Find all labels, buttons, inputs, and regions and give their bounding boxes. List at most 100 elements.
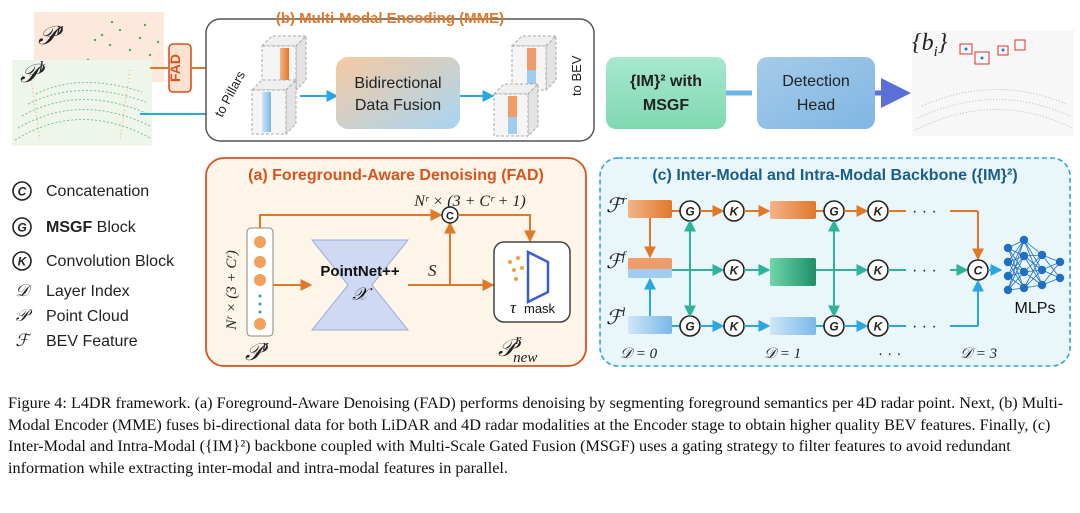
mlp-neuron [1003,243,1013,253]
conv-node-fusion-1: K [723,259,745,281]
svg-text:{IM}² with: {IM}² with [630,73,702,90]
svg-text:C: C [446,211,454,223]
mlp-edge [1007,239,1025,277]
svg-text:K: K [874,264,884,278]
output-label: {bi} [912,30,948,60]
legend-symbol: C [18,185,27,199]
lidar-feature-bar [628,316,672,334]
svg-text:Head: Head [797,97,835,114]
mlp-neuron [1055,273,1065,283]
svg-text:τ: τ [510,298,517,317]
mlps-label: MLPs [1015,300,1056,317]
svg-text:PointNet++: PointNet++ [320,263,399,280]
mlp-edge [1041,261,1061,286]
conv-node-radar-2: K [867,200,889,222]
bev-feature-cube-radar [510,34,558,92]
caption-fad: Foreground-Aware Denoising (FAD) perform… [216,394,1022,412]
legend-symbol-icon [12,181,32,201]
mlp-neuron [1003,271,1013,281]
mlp-neuron [1019,251,1029,261]
legend-text: MSGF Block [46,219,137,236]
layer-index-1: 𝒟 = 1 [764,346,801,362]
mlp-edge [1007,239,1025,291]
mlp-neuron [1019,267,1029,277]
svg-text:G: G [829,320,838,334]
layer-index-dots: · · · [878,345,901,362]
mask-block: τ mask [493,241,571,323]
to-bev-label: to BEV [569,55,584,96]
legend-text: BEV Feature [46,333,138,350]
mlp-neuron [1003,285,1013,295]
mlp-edge [1007,247,1025,289]
lidar-dots: · · · [912,318,937,335]
fusion-feature-bar [770,258,816,286]
svg-text:G: G [685,320,694,334]
detection-head-box: Detection Head [757,57,875,129]
svg-text:MSGF: MSGF [643,97,689,114]
pointnet-block: PointNet++ 𝒳 [310,239,410,331]
mlp-neuron [1055,257,1065,267]
concat-node-backbone: C [967,259,989,281]
svg-text:mask: mask [524,301,556,316]
fad-side-formula: Nʳ × (3 + Cʳ) [224,250,240,330]
gate-node-lidar-2: G [823,315,845,337]
svg-text:FAD: FAD [167,54,183,82]
mlp-neuron [1037,265,1047,275]
svg-text:K: K [730,205,740,219]
conv-node-fusion-2: K [867,259,889,281]
fusion-feature-bar [628,258,672,278]
mlp-edge [1023,239,1043,271]
fad-top-formula: Nʳ × (3 + Cʳ + 1) [413,193,526,210]
caption-msgf: Multi-Scale Gated Fusion (MSGF) uses a g… [8,437,1011,477]
radar-dots: · · · [912,203,937,220]
svg-text:G: G [829,205,838,219]
fad-input-points [246,227,274,337]
concat-node-fad: C [441,206,459,224]
radar-feature-bar [628,200,672,218]
mlp-edge [1023,269,1043,289]
detection-output-image [912,30,1074,136]
mlp-edge [1007,261,1025,289]
legend-symbol-icon [12,251,32,271]
mlp-edge [1007,255,1025,291]
conv-node-lidar-2: K [867,315,889,337]
svg-text:K: K [730,320,740,334]
mlp-neuron [1037,250,1047,260]
radar-feature-bar [770,201,816,219]
mlp-edge [1007,239,1025,263]
backbone-title: (c) Inter-Modal and Intra-Modal Backbone… [652,167,1017,184]
s-label: S [428,261,437,280]
fad-panel [205,157,587,367]
svg-text:Data Fusion: Data Fusion [355,97,441,114]
input-to-concat-line [259,209,443,228]
mlp-neuron [1037,280,1047,290]
f-fusion-label: ℱf [606,248,628,273]
svg-text:K: K [874,205,884,219]
concat-to-mask-arrow [458,214,536,243]
svg-text:Bidirectional: Bidirectional [354,75,441,92]
conv-node-lidar-1: K [723,315,745,337]
fusion-dots: · · · [912,262,937,279]
mlp-neuron [1019,235,1029,245]
svg-text:Detection: Detection [782,73,850,90]
f-lidar-label: ℱl [606,304,626,329]
legend-item: C Concatenation [12,181,149,201]
fad-tag: FAD [167,43,192,93]
layer-index-0: 𝒟 = 0 [620,346,658,362]
mlps-network-icon [1003,235,1065,295]
mlp-edge [1023,254,1043,289]
legend-symbol-icon [12,217,32,237]
legend-text: Concatenation [46,183,149,200]
pillar-feature-cube-lidar [250,78,298,136]
legend-symbol: 𝒫 [16,306,33,325]
im2-msgf-box: {IM}² with MSGF [606,57,726,129]
gate-node-lidar-1: G [679,315,701,337]
lidar-feature-bar [770,317,816,335]
lidar-point-cloud-image [12,60,152,146]
legend-text: Convolution Block [46,253,175,270]
legend-text: Layer Index [46,283,130,300]
